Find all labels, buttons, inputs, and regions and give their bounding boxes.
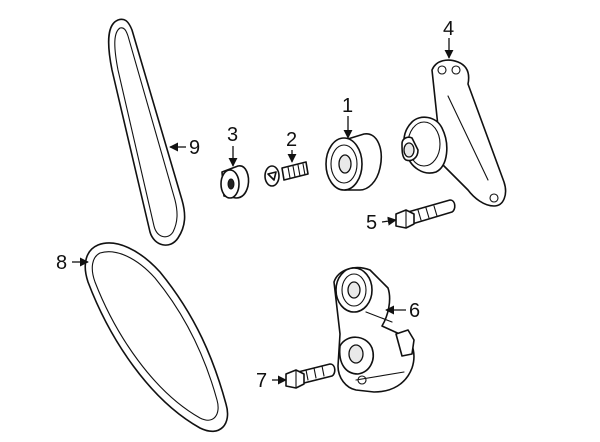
callout-5: 5 — [366, 212, 377, 234]
callout-7: 7 — [256, 370, 267, 392]
callout-3: 3 — [227, 124, 238, 146]
part-5-bolt — [395, 199, 456, 229]
callout-numbers: 1 2 3 4 5 6 7 8 9 — [56, 18, 454, 392]
callout-8: 8 — [56, 252, 67, 274]
callout-6: 6 — [409, 300, 420, 322]
belt-serpentine-long — [107, 18, 186, 246]
callout-4: 4 — [443, 18, 454, 40]
part-1-idler-pulley — [325, 133, 382, 191]
part-7-bolt — [285, 363, 336, 389]
part-4-bracket-assembly — [401, 59, 507, 207]
callout-1: 1 — [342, 95, 353, 117]
part-2-bolt — [264, 161, 309, 187]
part-3-pulley-small — [220, 165, 250, 199]
callout-2: 2 — [286, 129, 297, 151]
belt-short — [84, 242, 229, 433]
leader-5 — [381, 216, 397, 226]
part-6-tensioner — [333, 266, 415, 393]
callout-9: 9 — [189, 137, 200, 159]
leader-lines — [72, 38, 454, 385]
